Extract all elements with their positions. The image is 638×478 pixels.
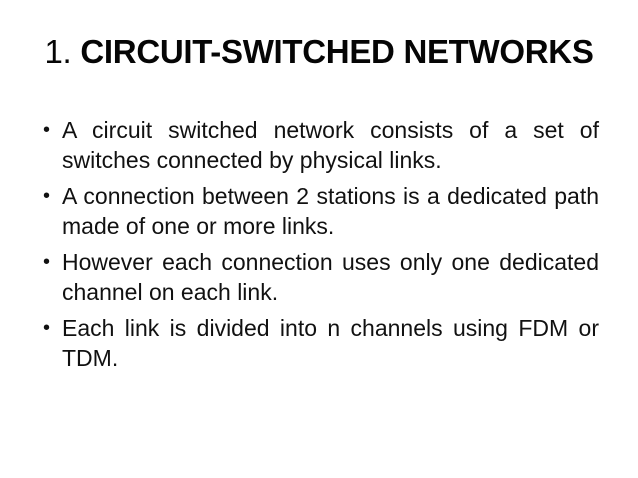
bullet-text-2: A connection between 2 stations is a ded… <box>62 183 599 239</box>
bullet-icon: • <box>43 251 51 273</box>
bullet-text-4: Each link is divided into n channels usi… <box>62 315 599 371</box>
bullet-text-3: However each connection uses only one de… <box>62 249 599 305</box>
bullet-icon: • <box>43 185 51 207</box>
bullet-icon: • <box>43 317 51 339</box>
slide-title-number: 1. <box>44 33 72 70</box>
bullet-list: • A circuit switched network consists of… <box>42 115 599 373</box>
bullet-item-2: • A connection between 2 stations is a d… <box>42 181 599 241</box>
slide-title: 1.CIRCUIT-SWITCHED NETWORKS <box>0 28 638 76</box>
slide-title-text: CIRCUIT-SWITCHED NETWORKS <box>80 33 594 70</box>
bullet-item-3: • However each connection uses only one … <box>42 247 599 307</box>
bullet-icon: • <box>43 119 51 141</box>
bullet-item-4: • Each link is divided into n channels u… <box>42 313 599 373</box>
bullet-item-1: • A circuit switched network consists of… <box>42 115 599 175</box>
bullet-text-1: A circuit switched network consists of a… <box>62 117 599 173</box>
